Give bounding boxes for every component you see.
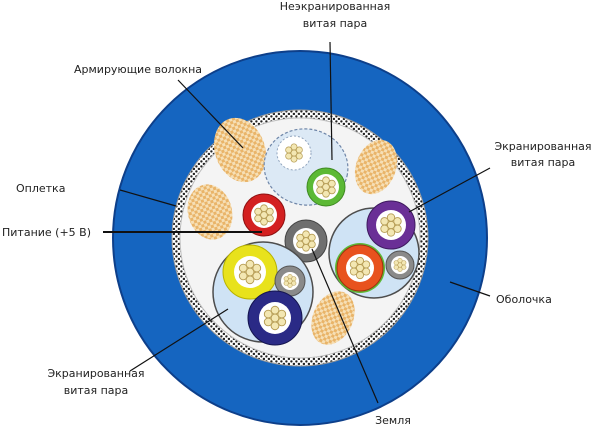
label-unshielded-line2: витая пара xyxy=(303,17,368,30)
label-shielded-left-line1: Экранированная xyxy=(47,367,144,380)
label-shielded-right-line1: Экранированная xyxy=(494,140,591,153)
shielded-twisted-pair-right xyxy=(328,200,420,299)
label-aramid-fibers: Армирующие волокна xyxy=(74,63,202,76)
label-shielded-right-line2: витая пара xyxy=(511,156,576,169)
label-shielded-left-line2: витая пара xyxy=(64,384,129,397)
shielded-twisted-pair-left xyxy=(212,241,314,346)
unshielded-twisted-pair xyxy=(263,128,349,207)
power-conductor xyxy=(242,193,286,237)
ground-conductor xyxy=(284,219,328,263)
label-ground: Земля xyxy=(375,414,411,427)
label-unshielded-line1: Неэкранированная xyxy=(280,0,390,13)
label-power: Питание (+5 В) xyxy=(2,226,91,239)
leader-lines xyxy=(103,41,491,404)
label-jacket: Оболочка xyxy=(496,293,552,306)
label-braid: Оплетка xyxy=(16,182,65,195)
aramid-fibers xyxy=(187,117,398,345)
